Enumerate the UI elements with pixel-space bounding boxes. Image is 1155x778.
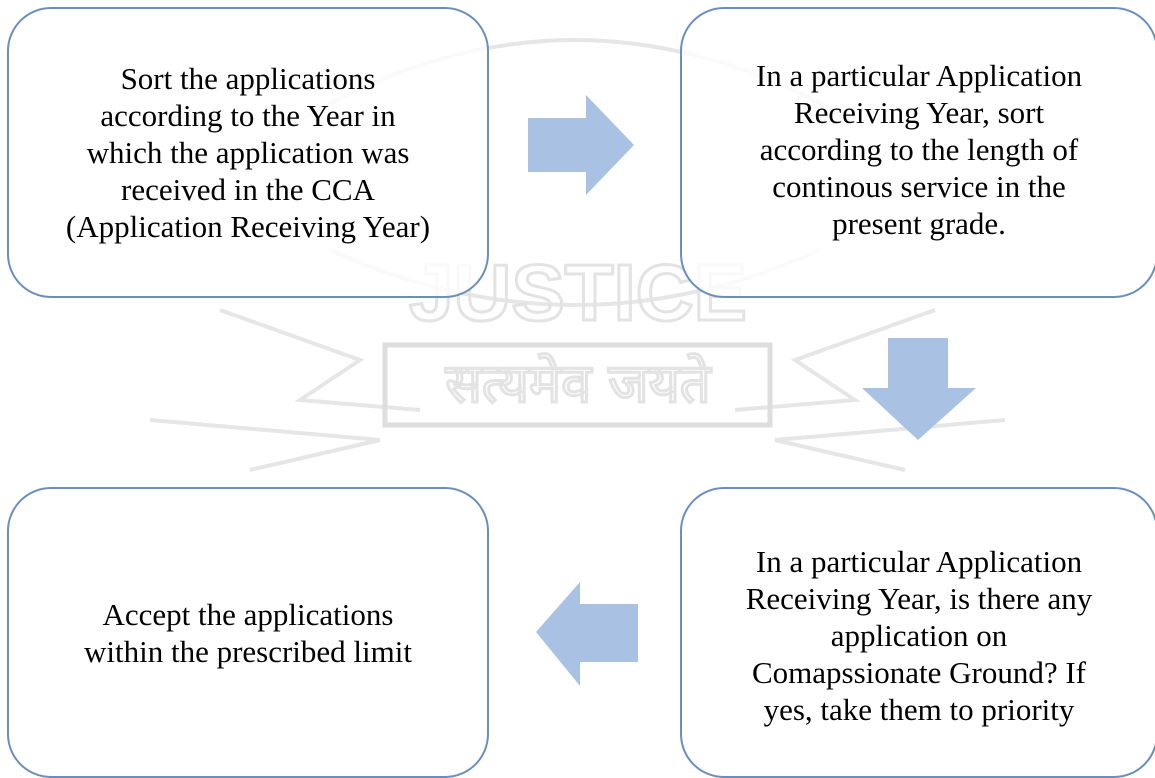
step-1-box: Sort the applications according to the Y… bbox=[7, 7, 489, 298]
watermark-motto: सत्यमेव जयते bbox=[445, 352, 711, 415]
arrow-down-icon bbox=[862, 338, 976, 440]
arrow-right-icon bbox=[528, 95, 634, 195]
step-3-box: In a particular Application Receiving Ye… bbox=[680, 487, 1155, 778]
step-4-box: Accept the applications within the presc… bbox=[7, 487, 489, 778]
step-2-text: In a particular Application Receiving Ye… bbox=[755, 58, 1083, 241]
step-2-box: In a particular Application Receiving Ye… bbox=[680, 7, 1155, 298]
arrow-left-icon bbox=[536, 582, 638, 686]
step-1-text: Sort the applications according to the Y… bbox=[65, 61, 431, 244]
step-3-text: In a particular Application Receiving Ye… bbox=[745, 544, 1093, 727]
step-4-text: Accept the applications within the presc… bbox=[83, 596, 412, 669]
